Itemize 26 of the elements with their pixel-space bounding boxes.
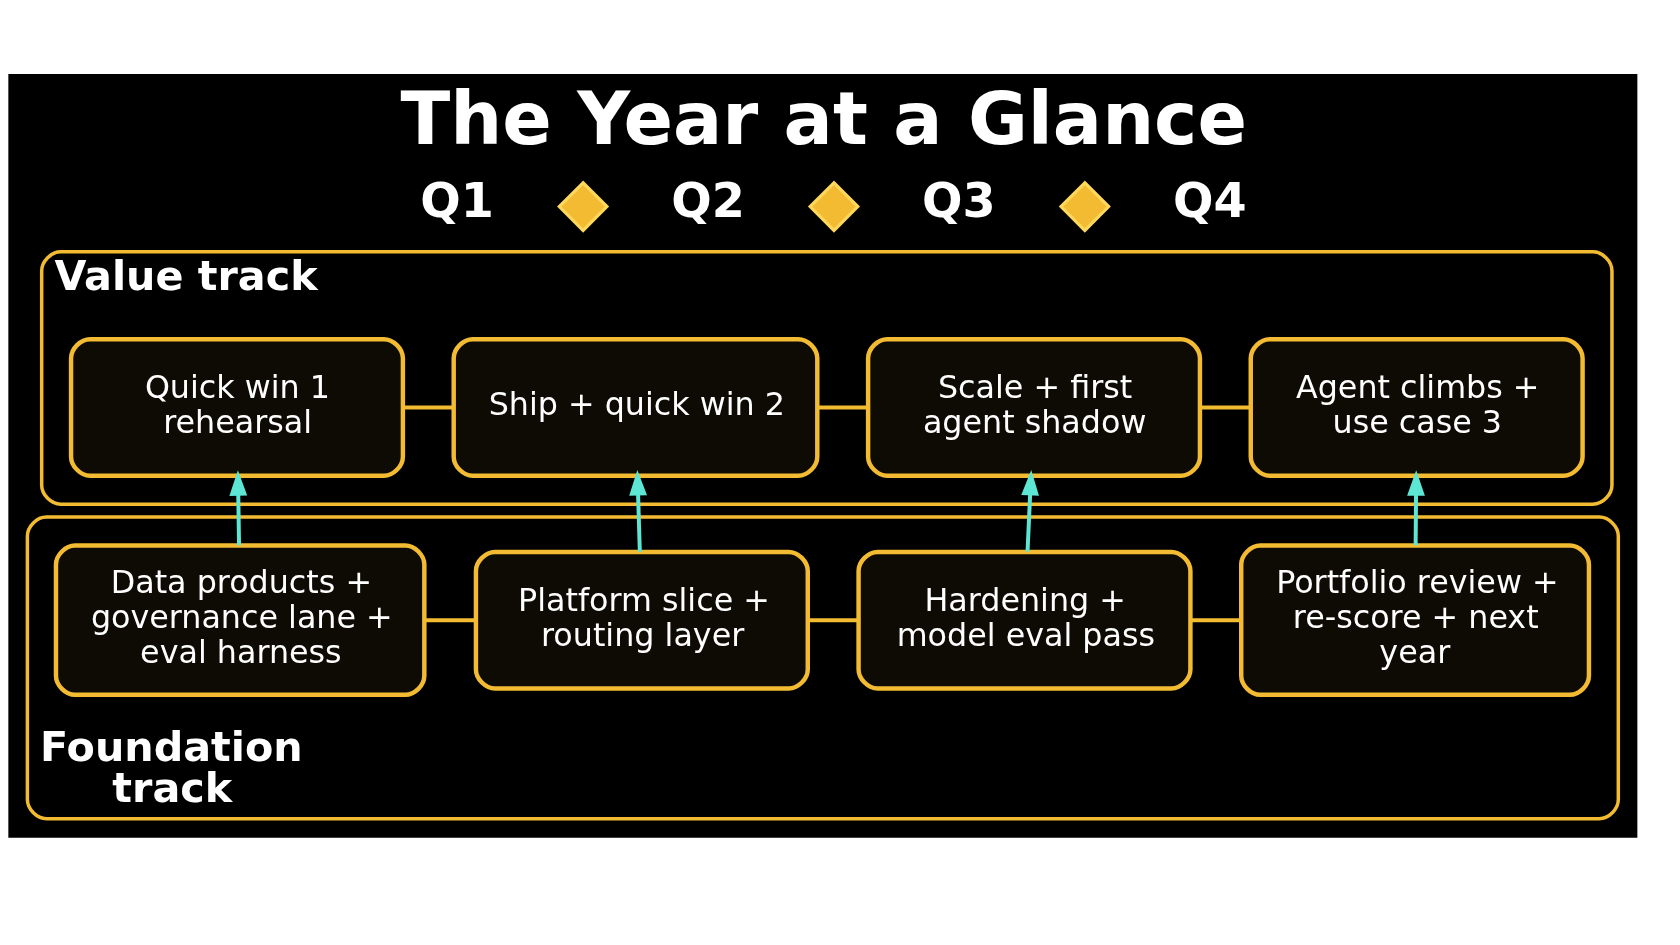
arrow (1407, 469, 1425, 545)
connector (817, 404, 868, 409)
node-box: Quick win 1 rehearsal (68, 336, 406, 478)
node-box: Portfolio review + re-score + next year (1239, 542, 1592, 697)
label: Q4 (1172, 172, 1247, 228)
arrow (1021, 469, 1039, 552)
node-box: Data products + governance lane + eval harness (53, 542, 427, 697)
node-box: Scale + first agent shadow (865, 336, 1203, 478)
node-box: Agent climbs + use case 3 (1248, 336, 1585, 478)
node-diamond (1058, 180, 1111, 233)
connector (1200, 404, 1251, 409)
node-box: Ship + quick win 2 (451, 336, 820, 478)
arrow (629, 469, 648, 552)
label: Q1 (420, 172, 494, 228)
node-box: Hardening + model eval pass (856, 549, 1193, 691)
label: Q3 (922, 172, 996, 228)
node-diamond (557, 180, 610, 233)
arrow (229, 469, 248, 545)
node-box: Platform slice + routing layer (473, 549, 810, 691)
node-diamond (807, 180, 861, 233)
label: Q2 (671, 172, 745, 228)
connector (424, 617, 476, 622)
connector (1190, 617, 1242, 622)
connector (808, 617, 859, 622)
connector (403, 404, 454, 409)
diagram-title: The Year at a Glance (400, 75, 1247, 161)
